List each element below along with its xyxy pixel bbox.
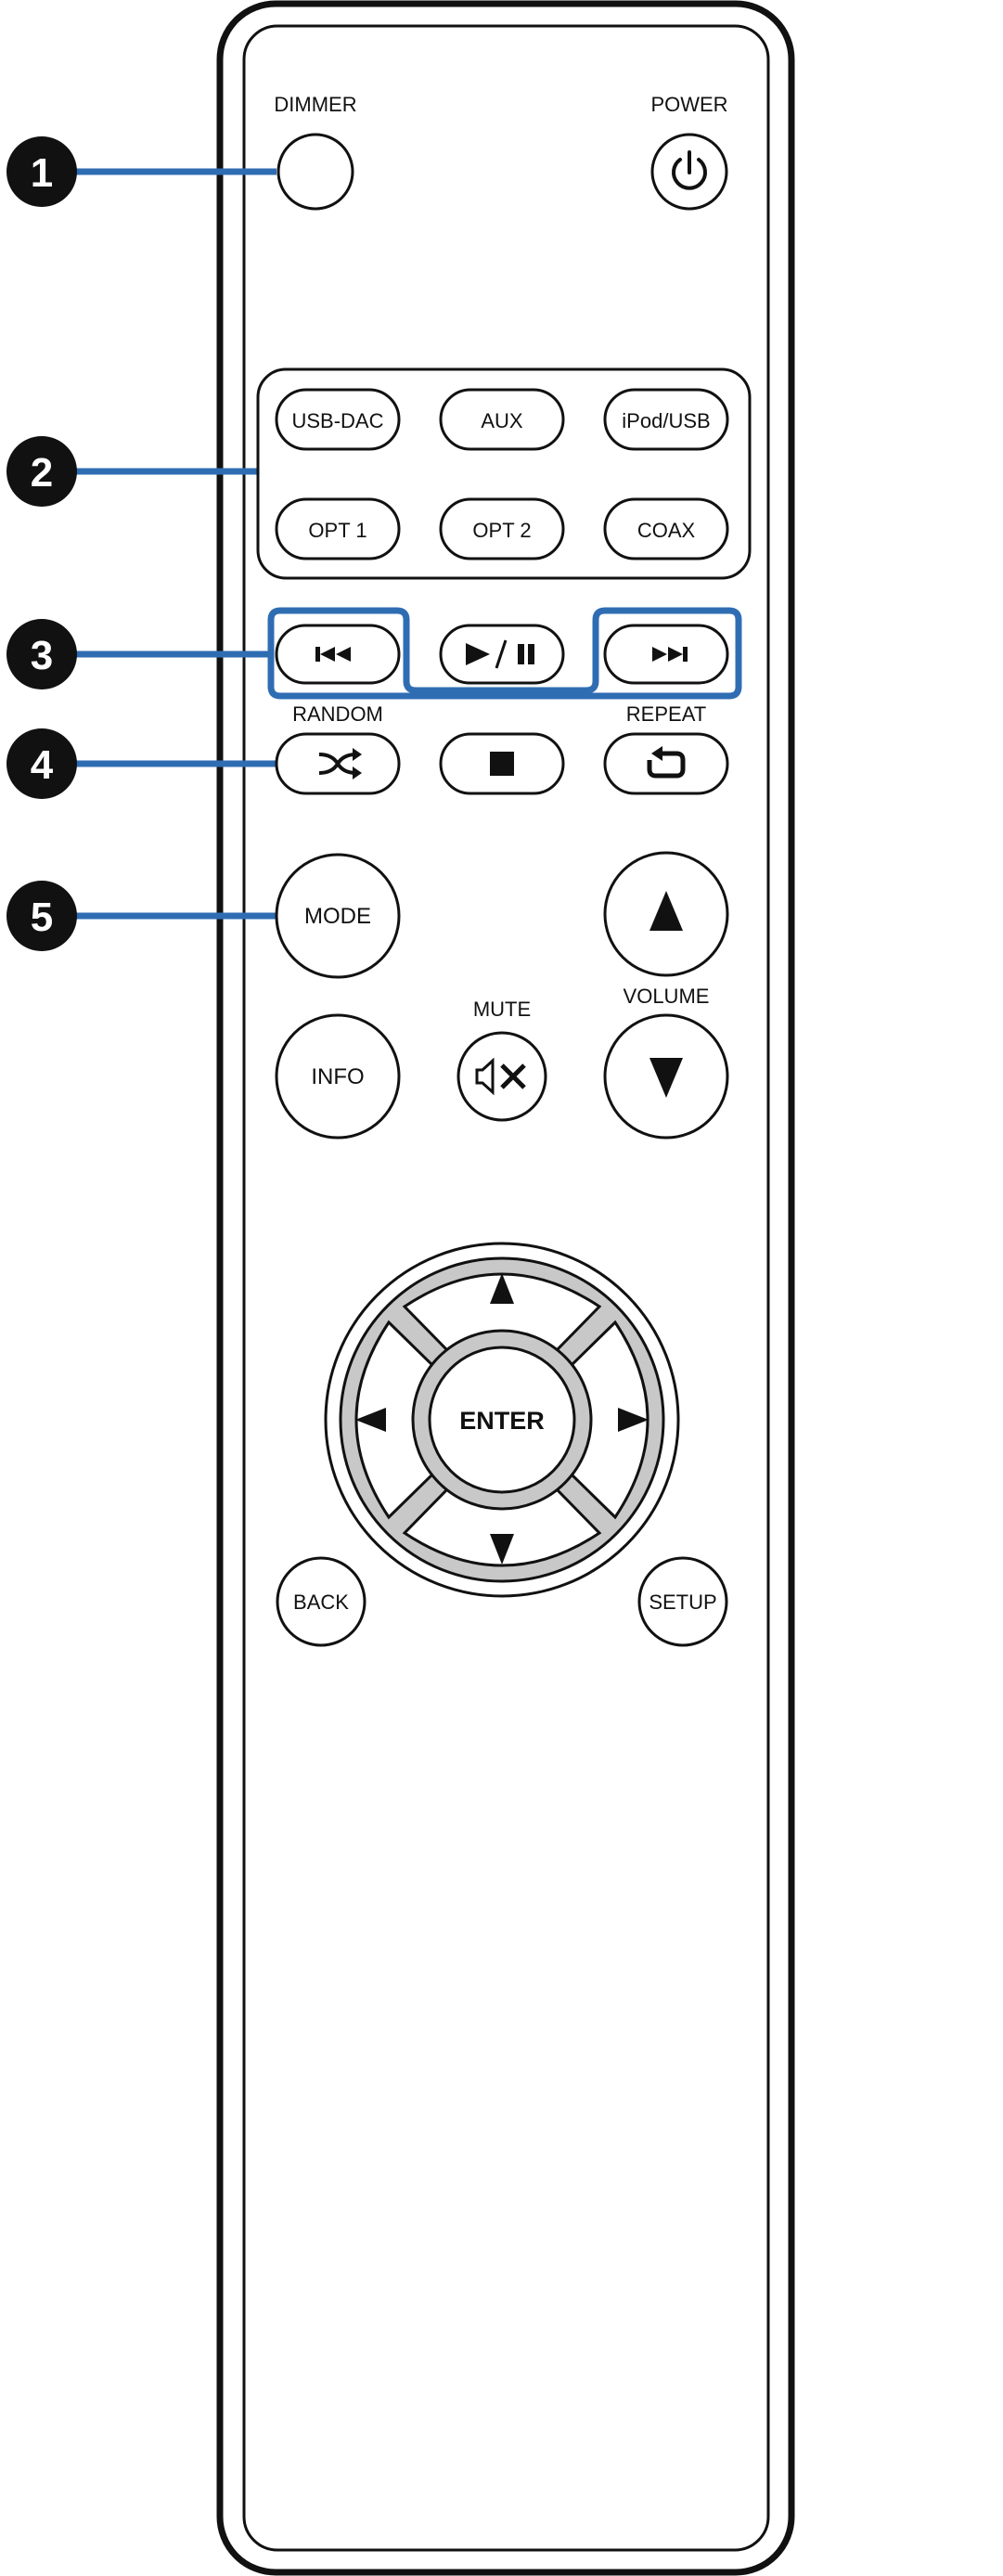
dpad-right-icon: [618, 1408, 649, 1432]
volume-down-button[interactable]: [603, 1013, 729, 1140]
dpad: ENTER: [324, 1242, 680, 1598]
callout-lines: [65, 168, 276, 920]
repeat-icon: [647, 746, 686, 779]
svg-text:AUX: AUX: [481, 409, 523, 432]
volume-down-icon: [649, 1058, 683, 1098]
volume-label: VOLUME: [624, 985, 710, 1008]
callout-4: 4: [6, 728, 77, 799]
callout-markers: 1 2 3 4 5: [6, 136, 77, 951]
random-icon: [318, 748, 362, 779]
svg-text:1: 1: [31, 150, 53, 196]
info-button[interactable]: INFO: [275, 1013, 401, 1140]
source-group-frame: [256, 367, 752, 580]
repeat-button[interactable]: [603, 732, 729, 795]
source-button-ipod-usb[interactable]: iPod/USB: [603, 388, 729, 451]
power-button[interactable]: [650, 133, 728, 211]
svg-text:OPT 1: OPT 1: [308, 519, 366, 542]
mute-label: MUTE: [473, 998, 531, 1021]
callout-1: 1: [6, 136, 77, 207]
volume-up-button[interactable]: [603, 851, 729, 977]
next-button[interactable]: [603, 624, 729, 685]
svg-text:5: 5: [31, 895, 53, 940]
previous-icon: [315, 647, 351, 662]
dpad-left-icon: [355, 1408, 386, 1432]
svg-text:4: 4: [31, 742, 54, 788]
repeat-label: REPEAT: [626, 702, 706, 726]
power-label: POWER: [650, 93, 727, 116]
svg-text:OPT 2: OPT 2: [472, 519, 531, 542]
source-button-coax[interactable]: COAX: [603, 497, 729, 560]
svg-text:ENTER: ENTER: [459, 1407, 545, 1435]
power-icon: [672, 150, 707, 190]
callout-3-highlight: [267, 607, 742, 700]
back-button[interactable]: BACK: [276, 1556, 366, 1647]
svg-text:COAX: COAX: [637, 519, 696, 542]
svg-text:SETUP: SETUP: [649, 1591, 716, 1614]
setup-button[interactable]: SETUP: [637, 1556, 728, 1647]
remote-body-inner: [242, 24, 770, 2552]
dimmer-button[interactable]: [276, 133, 354, 211]
dimmer-label: DIMMER: [274, 93, 356, 116]
previous-button[interactable]: [275, 624, 401, 685]
random-button[interactable]: [275, 732, 401, 795]
random-label: RANDOM: [292, 702, 383, 726]
svg-text:USB-DAC: USB-DAC: [291, 409, 383, 432]
volume-up-icon: [649, 891, 683, 931]
stop-button[interactable]: [439, 732, 565, 795]
svg-text:BACK: BACK: [293, 1591, 349, 1614]
svg-text:2: 2: [31, 450, 53, 496]
svg-text:iPod/USB: iPod/USB: [622, 409, 710, 432]
mode-button[interactable]: MODE: [275, 853, 401, 979]
svg-text:3: 3: [31, 633, 53, 678]
source-button-opt1[interactable]: OPT 1: [275, 497, 401, 560]
source-button-usb-dac[interactable]: USB-DAC: [275, 388, 401, 451]
dpad-down-icon: [490, 1534, 514, 1565]
svg-text:MODE: MODE: [304, 904, 371, 929]
source-button-aux[interactable]: AUX: [439, 388, 565, 451]
enter-button[interactable]: ENTER: [428, 1346, 576, 1494]
stop-icon: [490, 752, 514, 776]
mute-button[interactable]: [456, 1031, 547, 1122]
source-button-opt2[interactable]: OPT 2: [439, 497, 565, 560]
svg-text:INFO: INFO: [311, 1064, 364, 1089]
play-pause-button[interactable]: [439, 624, 565, 685]
callout-5: 5: [6, 881, 77, 951]
next-icon: [652, 647, 688, 662]
mute-icon: [475, 1057, 526, 1096]
callout-3: 3: [6, 619, 77, 689]
play-pause-icon: [466, 639, 534, 669]
callout-2: 2: [6, 436, 77, 507]
dpad-up-icon: [490, 1273, 514, 1304]
